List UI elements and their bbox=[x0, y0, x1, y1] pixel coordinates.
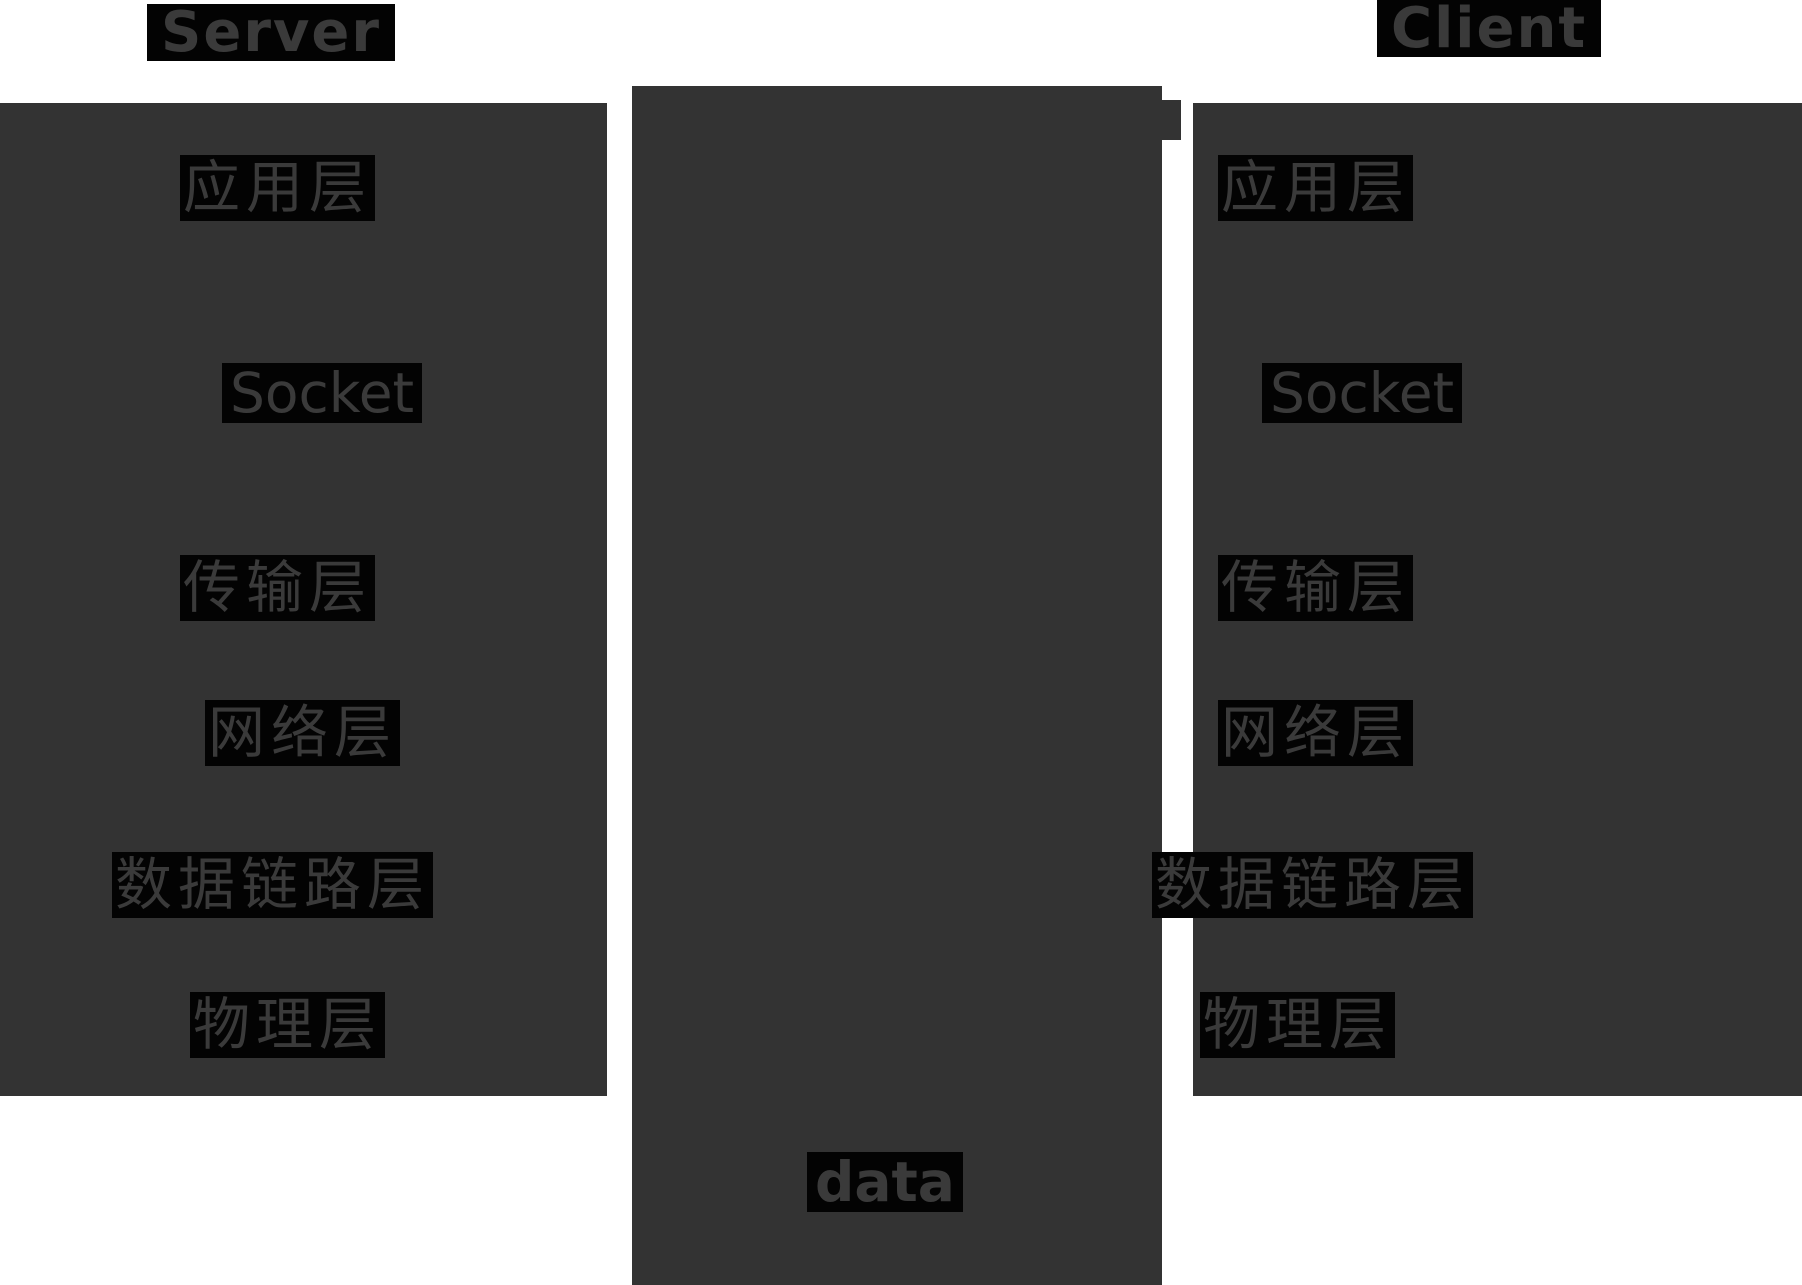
client-layer-transport: 传输层 bbox=[1218, 555, 1413, 621]
data-label: data bbox=[807, 1152, 963, 1212]
client-layer-datalink: 数据链路层 bbox=[1152, 852, 1473, 918]
client-title: Client bbox=[1377, 0, 1602, 57]
data-flow-panel: data bbox=[632, 86, 1162, 1285]
server-title: Server bbox=[147, 4, 396, 61]
client-stack-panel: 应用层 Socket 传输层 网络层 数据链路层 物理层 bbox=[1152, 103, 1802, 1096]
server-layer-transport: 传输层 bbox=[180, 555, 375, 621]
client-layer-physical: 物理层 bbox=[1200, 992, 1395, 1058]
connector-mark bbox=[1162, 100, 1181, 140]
server-layer-socket: Socket bbox=[222, 363, 423, 423]
server-layer-application: 应用层 bbox=[180, 155, 375, 221]
server-stack-panel: 应用层 Socket 传输层 网络层 数据链路层 物理层 bbox=[0, 103, 607, 1096]
client-layer-socket: Socket bbox=[1262, 363, 1463, 423]
server-layer-datalink: 数据链路层 bbox=[112, 852, 433, 918]
client-layer-network: 网络层 bbox=[1218, 700, 1413, 766]
server-layer-network: 网络层 bbox=[205, 700, 400, 766]
server-layer-physical: 物理层 bbox=[190, 992, 385, 1058]
client-layer-application: 应用层 bbox=[1218, 155, 1413, 221]
